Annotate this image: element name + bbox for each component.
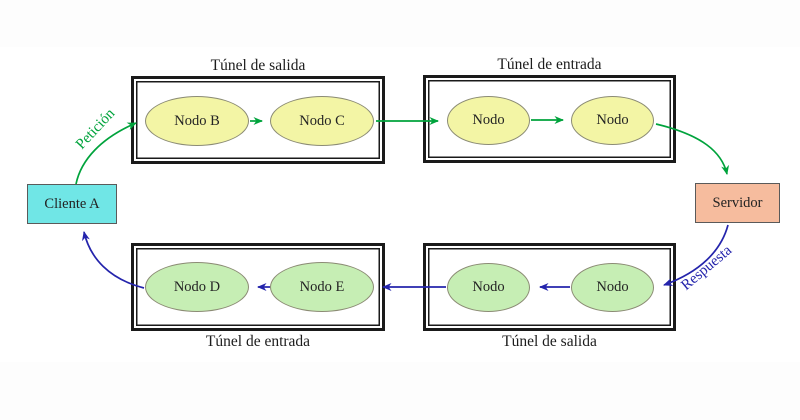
node-ellipse-out-1: Nodo — [447, 263, 530, 312]
node-ellipse-in-1: Nodo — [447, 96, 530, 145]
response-flow-label: Respuesta — [678, 242, 736, 294]
background-band-top — [0, 0, 800, 47]
node-ellipse-e: Nodo E — [270, 262, 374, 312]
node-ellipse-in-2: Nodo — [571, 96, 654, 145]
node-ellipse-d: Nodo D — [145, 262, 249, 312]
background-band-bottom — [0, 362, 800, 420]
request-flow-label: Petición — [73, 105, 119, 153]
node-ellipse-c: Nodo C — [270, 96, 374, 146]
node-ellipse-b: Nodo B — [145, 96, 249, 146]
tunnel-title-top-left: Túnel de salida — [210, 57, 306, 74]
client-box: Cliente A — [27, 184, 117, 224]
node-ellipse-out-2: Nodo — [571, 263, 654, 312]
server-box: Servidor — [695, 183, 780, 223]
tunnel-title-bottom-left: Túnel de entrada — [205, 333, 311, 350]
tunnel-title-top-right: Túnel de entrada — [497, 56, 602, 73]
tunnel-title-bottom-right: Túnel de salida — [502, 333, 597, 350]
